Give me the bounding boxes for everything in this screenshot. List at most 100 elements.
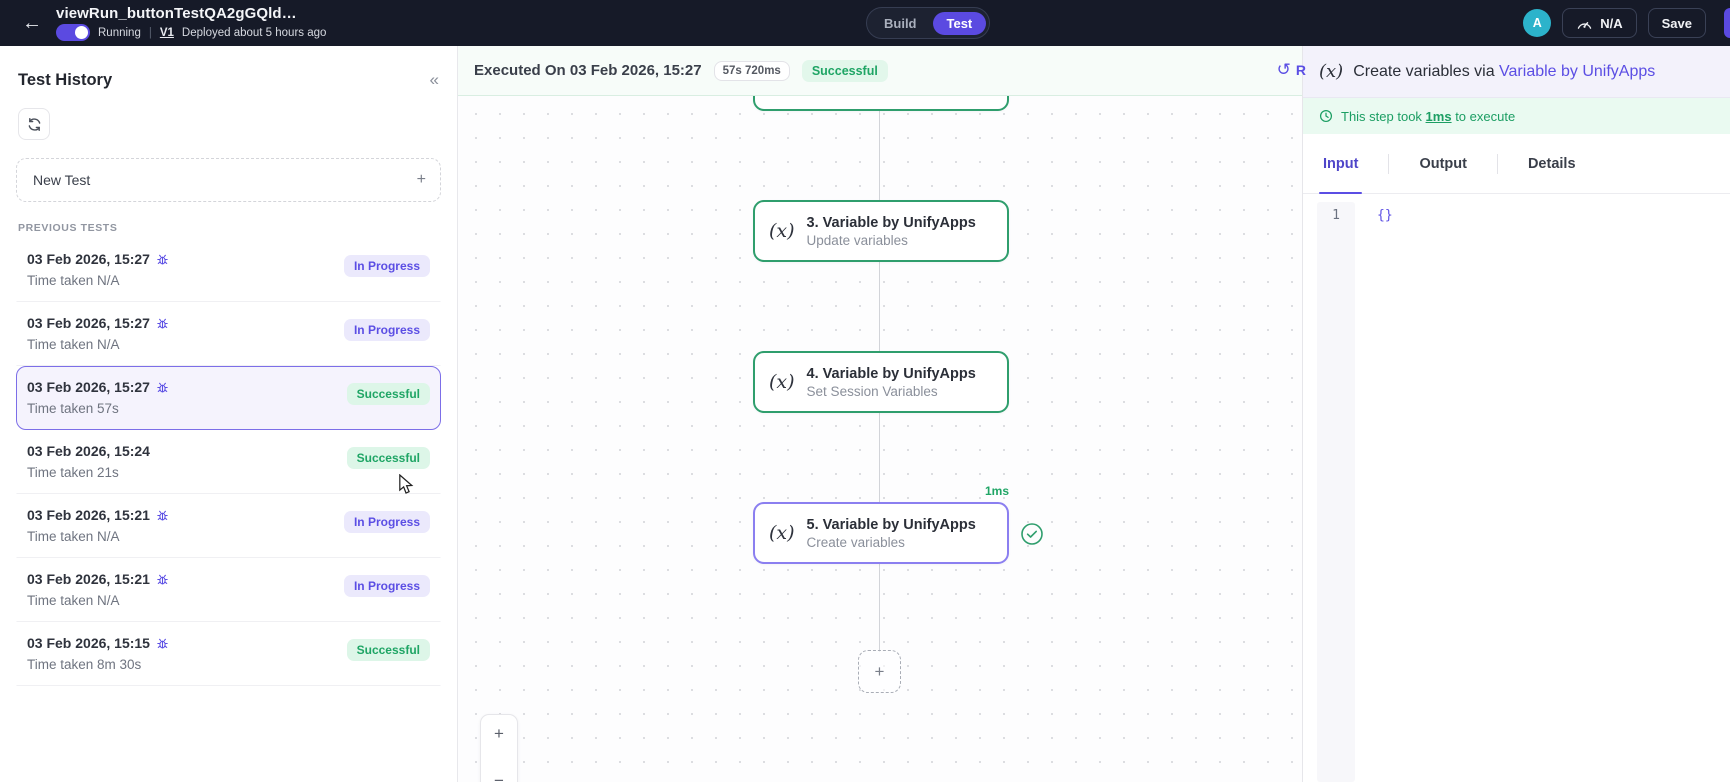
test-item-info: 03 Feb 2026, 15:21 Time taken N/A <box>27 507 169 544</box>
run-status-badge: Successful <box>801 59 888 82</box>
collapse-sidebar-icon[interactable]: « <box>429 70 439 89</box>
usage-button[interactable]: N/A <box>1562 8 1637 38</box>
test-history-item[interactable]: 03 Feb 2026, 15:24 Time taken 21s Succes… <box>16 430 441 494</box>
test-item-date: 03 Feb 2026, 15:15 <box>27 635 169 651</box>
execution-bar: Executed On 03 Feb 2026, 15:27 57s 720ms… <box>458 46 1306 96</box>
avatar[interactable]: A <box>1523 9 1552 37</box>
running-toggle[interactable] <box>56 24 90 41</box>
node-title: 5. Variable by UnifyApps <box>806 516 976 533</box>
workflow-subrow: Running | V1 Deployed about 5 hours ago <box>56 24 326 41</box>
version-link[interactable]: V1 <box>159 26 174 39</box>
refresh-icon <box>27 117 42 132</box>
save-button[interactable]: Save <box>1647 8 1706 38</box>
usage-label: N/A <box>1600 15 1623 31</box>
workflow-node-3[interactable]: (x) 3. Variable by UnifyApps Update vari… <box>753 200 1009 262</box>
test-item-date: 03 Feb 2026, 15:27 <box>27 251 169 267</box>
node-title: 4. Variable by UnifyApps <box>806 365 976 382</box>
test-item-time: Time taken 57s <box>27 401 119 416</box>
test-item-info: 03 Feb 2026, 15:27 Time taken N/A <box>27 315 169 352</box>
tab-details[interactable]: Details <box>1527 155 1576 172</box>
test-item-time: Time taken N/A <box>27 529 120 544</box>
clock-icon <box>1319 109 1333 123</box>
build-tab[interactable]: Build <box>884 15 917 31</box>
test-history-item[interactable]: 03 Feb 2026, 15:27 Time taken N/A In Pro… <box>16 238 441 302</box>
test-history-item[interactable]: 03 Feb 2026, 15:21 Time taken N/A In Pro… <box>16 494 441 558</box>
status-badge: In Progress <box>343 511 430 533</box>
variable-icon: (x) <box>769 220 795 242</box>
rerun-button[interactable]: ↺ R <box>1277 60 1306 80</box>
new-test-label: New Test <box>33 172 91 188</box>
plus-icon: + <box>416 171 426 188</box>
zoom-in-button[interactable]: + <box>494 724 504 743</box>
input-json-editor[interactable]: 1 {} <box>1303 194 1730 782</box>
rerun-label: R <box>1295 62 1306 78</box>
node-duration-label: 1ms <box>984 484 1009 498</box>
deployed-label: Deployed about 5 hours ago <box>181 26 327 39</box>
step-duration-text: This step took 1ms to execute <box>1341 108 1516 124</box>
subrow-divider: | <box>148 26 152 39</box>
zoom-controls: + − <box>480 714 518 782</box>
sidebar-title: Test History <box>18 70 113 89</box>
test-item-time: Time taken N/A <box>27 593 120 608</box>
canvas-column: Executed On 03 Feb 2026, 15:27 57s 720ms… <box>458 46 1306 782</box>
success-check-icon <box>1020 522 1044 546</box>
plus-icon: + <box>874 661 885 681</box>
workflow-node-partial[interactable] <box>753 96 1009 111</box>
executed-on-label: Executed On 03 Feb 2026, 15:27 <box>474 62 702 79</box>
status-badge: In Progress <box>343 319 430 341</box>
test-item-info: 03 Feb 2026, 15:27 Time taken N/A <box>27 251 169 288</box>
test-tab[interactable]: Test <box>932 11 987 35</box>
variable-icon: (x) <box>1319 61 1344 82</box>
editor-gutter: 1 <box>1317 202 1355 782</box>
add-node-button[interactable]: + <box>858 650 901 693</box>
test-history-item-selected[interactable]: 03 Feb 2026, 15:27 Time taken 57s Succes… <box>16 366 441 430</box>
test-history-item[interactable]: 03 Feb 2026, 15:15 Time taken 8m 30s Suc… <box>16 622 441 686</box>
test-item-info: 03 Feb 2026, 15:27 Time taken 57s <box>27 379 169 416</box>
edge-accent <box>1724 8 1730 38</box>
test-history-sidebar: Test History « New Test + PREVIOUS TESTS <box>0 46 458 782</box>
workflow-node-5[interactable]: (x) 5. Variable by UnifyApps Create vari… <box>753 502 1009 564</box>
zoom-out-button[interactable]: − <box>494 771 504 782</box>
test-item-info: 03 Feb 2026, 15:21 Time taken N/A <box>27 571 169 608</box>
refresh-button[interactable] <box>18 108 50 140</box>
test-item-info: 03 Feb 2026, 15:24 Time taken 21s <box>27 443 150 480</box>
connector-link[interactable]: Variable by UnifyApps <box>1499 62 1656 80</box>
panel-title: Create variables via Variable by UnifyAp… <box>1353 62 1656 80</box>
test-item-date: 03 Feb 2026, 15:21 <box>27 507 169 523</box>
workflow-canvas[interactable]: (x) 3. Variable by UnifyApps Update vari… <box>458 96 1302 782</box>
node-subtitle: Set Session Variables <box>806 383 938 399</box>
duration-chip: 57s 720ms <box>713 60 790 81</box>
panel-header: (x) Create variables via Variable by Uni… <box>1303 46 1730 98</box>
new-test-button[interactable]: New Test + <box>16 158 441 202</box>
variable-icon: (x) <box>769 371 795 393</box>
bug-icon <box>157 510 168 520</box>
back-icon[interactable]: ← <box>22 12 42 34</box>
header-right: A N/A Save <box>1523 0 1730 46</box>
tab-divider <box>1496 153 1498 174</box>
node-subtitle: Create variables <box>806 534 905 550</box>
test-item-date: 03 Feb 2026, 15:21 <box>27 571 169 587</box>
test-item-date: 03 Feb 2026, 15:27 <box>27 315 169 331</box>
status-badge: In Progress <box>343 255 430 277</box>
step-detail-panel: (x) Create variables via Variable by Uni… <box>1302 46 1730 782</box>
workflow-node-4[interactable]: (x) 4. Variable by UnifyApps Set Session… <box>753 351 1009 413</box>
bug-icon <box>157 574 168 584</box>
status-badge: Successful <box>346 639 430 661</box>
test-history-item[interactable]: 03 Feb 2026, 15:21 Time taken N/A In Pro… <box>16 558 441 622</box>
test-item-date: 03 Feb 2026, 15:27 <box>27 379 169 395</box>
workflow-title-block: viewRun_buttonTestQA2gGQld… Running | V1… <box>56 5 326 41</box>
header-left: ← viewRun_buttonTestQA2gGQld… Running | … <box>0 5 326 41</box>
tab-input[interactable]: Input <box>1319 134 1363 194</box>
editor-content[interactable]: {} <box>1377 208 1393 223</box>
toggle-knob <box>75 26 88 39</box>
test-item-time: Time taken 8m 30s <box>27 657 142 672</box>
top-header: ← viewRun_buttonTestQA2gGQld… Running | … <box>0 0 1730 46</box>
body-row: Test History « New Test + PREVIOUS TESTS <box>0 46 1730 782</box>
variable-icon: (x) <box>769 522 795 544</box>
test-history-item[interactable]: 03 Feb 2026, 15:27 Time taken N/A In Pro… <box>16 302 441 366</box>
bug-icon <box>157 254 168 264</box>
sidebar-header: Test History « <box>16 46 441 90</box>
test-item-info: 03 Feb 2026, 15:15 Time taken 8m 30s <box>27 635 169 672</box>
tab-output[interactable]: Output <box>1419 155 1467 172</box>
